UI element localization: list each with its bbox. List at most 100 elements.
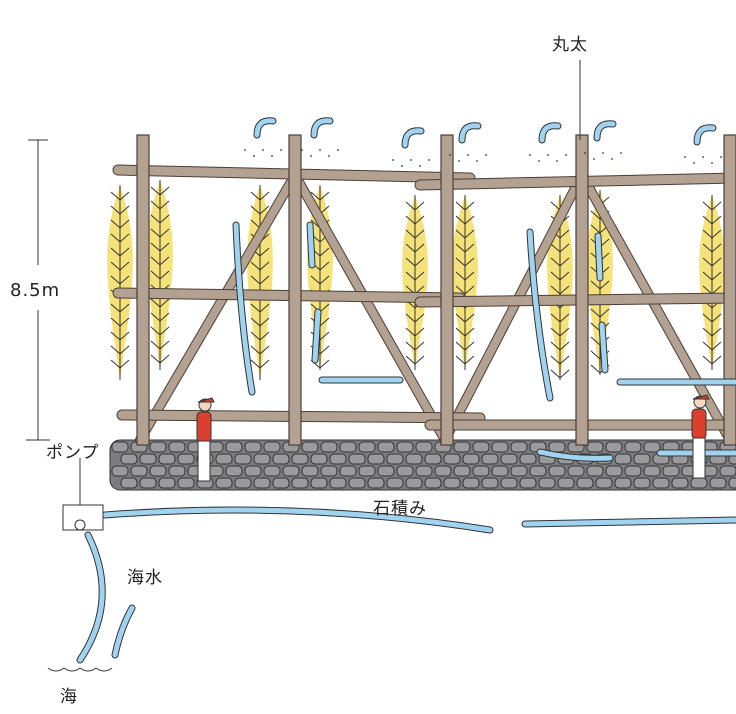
branch-twig <box>110 233 130 243</box>
spray-dot <box>602 152 604 154</box>
branch-twig <box>550 257 570 267</box>
pipe <box>522 517 736 527</box>
stone <box>719 465 736 477</box>
stone <box>396 441 414 453</box>
stone <box>481 477 499 489</box>
stone <box>120 477 138 489</box>
spray-dot <box>547 154 549 156</box>
branch-twig <box>110 331 130 341</box>
stone <box>329 477 347 489</box>
stone <box>586 465 604 477</box>
branch-twig <box>550 243 570 253</box>
stone <box>415 441 433 453</box>
stone <box>386 453 404 465</box>
spray-dot <box>301 149 303 151</box>
stone <box>234 453 252 465</box>
stone <box>557 477 575 489</box>
stone <box>301 441 319 453</box>
stone <box>443 453 461 465</box>
spray-dot <box>253 155 255 157</box>
stone <box>633 477 651 489</box>
branch-twig <box>250 359 270 369</box>
spray-dot <box>684 156 686 158</box>
pump-icon <box>62 504 104 531</box>
label-height: 8.5m <box>10 280 61 301</box>
stone <box>586 441 604 453</box>
sprinkler-arrow <box>459 123 481 143</box>
branch-twig <box>110 303 130 313</box>
stone <box>348 453 366 465</box>
branch-twig <box>550 369 570 379</box>
pump-outlet <box>74 519 86 531</box>
stone <box>500 453 518 465</box>
branch-twig <box>590 280 610 290</box>
branch-twig <box>110 275 130 285</box>
spray-dot <box>476 160 478 162</box>
worker-right-legs <box>692 437 706 479</box>
stone <box>643 441 661 453</box>
stone <box>177 477 195 489</box>
stone <box>690 477 708 489</box>
label-stone-wall: 石積み <box>373 499 427 519</box>
stone <box>424 477 442 489</box>
stone <box>548 441 566 453</box>
branch-twig <box>150 242 170 252</box>
stone <box>434 465 452 477</box>
stone <box>244 465 262 477</box>
water-flow-arrow <box>312 309 321 363</box>
branch-twig <box>250 345 270 355</box>
stone <box>614 453 632 465</box>
stone <box>339 465 357 477</box>
spray-dot <box>262 149 264 151</box>
spray-dot <box>538 160 540 162</box>
worker-right-shirt <box>691 408 707 440</box>
spray-dot <box>280 149 282 151</box>
branch-twig <box>250 317 270 327</box>
stone <box>310 453 328 465</box>
branch-twig <box>405 257 425 267</box>
log-post <box>723 134 736 446</box>
branch-twig <box>590 308 610 318</box>
stone <box>225 465 243 477</box>
sprinkler-arrow <box>694 125 716 145</box>
spray-dot <box>271 155 273 157</box>
branch-twig <box>550 285 570 295</box>
branch-twig <box>405 215 425 225</box>
spray-dot <box>401 165 403 167</box>
spray-dot <box>584 152 586 154</box>
branch-twig <box>110 205 130 215</box>
stone <box>652 477 670 489</box>
stone <box>462 477 480 489</box>
branch-twig <box>702 313 722 323</box>
stone <box>405 453 423 465</box>
log-post <box>136 134 150 446</box>
stone <box>320 441 338 453</box>
branch-twig <box>550 355 570 365</box>
spray-dot <box>720 156 722 158</box>
stone <box>291 453 309 465</box>
stone <box>310 477 328 489</box>
branch-twig <box>405 341 425 351</box>
sea-wave-icon <box>47 667 113 672</box>
stone <box>158 477 176 489</box>
branch-twig <box>150 340 170 350</box>
stone <box>500 477 518 489</box>
sprinkler-arrow <box>311 118 333 138</box>
stone <box>358 465 376 477</box>
stone <box>415 465 433 477</box>
spray-dot <box>328 155 330 157</box>
branch-twig <box>455 215 475 225</box>
stone <box>367 477 385 489</box>
branch-twig <box>455 257 475 267</box>
branch-twig <box>150 270 170 280</box>
spray-dot <box>392 159 394 161</box>
sprinkler-arrow <box>539 123 561 143</box>
label-pump: ポンプ <box>46 443 100 463</box>
branch-twig <box>702 257 722 267</box>
branch-twig <box>150 312 170 322</box>
stone <box>111 441 129 453</box>
stone <box>548 465 566 477</box>
spray-dot <box>556 160 558 162</box>
stone <box>348 477 366 489</box>
worker-left-cap <box>197 397 215 403</box>
